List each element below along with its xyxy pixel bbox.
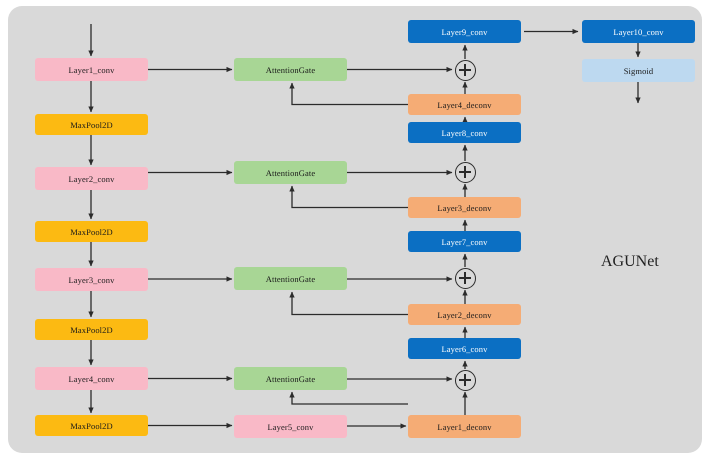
- node-label: Layer4_deconv: [437, 99, 492, 110]
- node-label: AttentionGate: [265, 273, 316, 284]
- adder-add2[interactable]: [454, 161, 476, 183]
- node-attn4[interactable]: AttentionGate: [234, 367, 347, 390]
- node-label: MaxPool2D: [70, 119, 113, 130]
- node-maxpool2[interactable]: MaxPool2D: [35, 221, 148, 242]
- diagram-title: AGUNet: [601, 253, 659, 270]
- node-layer3_conv[interactable]: Layer3_conv: [35, 268, 148, 291]
- node-layer3_deconv[interactable]: Layer3_deconv: [408, 197, 521, 218]
- node-attn3[interactable]: AttentionGate: [234, 267, 347, 290]
- node-layer8_conv[interactable]: Layer8_conv: [408, 122, 521, 143]
- node-sigmoid[interactable]: Sigmoid: [582, 59, 695, 82]
- node-label: AttentionGate: [265, 64, 316, 75]
- node-label: Layer2_deconv: [437, 309, 492, 320]
- node-layer5_conv[interactable]: Layer5_conv: [234, 415, 347, 438]
- node-label: Layer7_conv: [441, 236, 488, 247]
- node-label: Layer10_conv: [613, 26, 664, 37]
- node-layer9_conv[interactable]: Layer9_conv: [408, 20, 521, 43]
- node-maxpool4[interactable]: MaxPool2D: [35, 415, 148, 436]
- node-attn2[interactable]: AttentionGate: [234, 161, 347, 184]
- node-layer6_conv[interactable]: Layer6_conv: [408, 338, 521, 359]
- node-label: MaxPool2D: [70, 226, 113, 237]
- node-layer2_conv[interactable]: Layer2_conv: [35, 167, 148, 190]
- node-layer10_conv[interactable]: Layer10_conv: [582, 20, 695, 43]
- node-label: Layer3_deconv: [437, 202, 492, 213]
- node-label: MaxPool2D: [70, 324, 113, 335]
- node-label: Layer9_conv: [441, 26, 488, 37]
- node-label: Layer4_conv: [68, 373, 115, 384]
- node-layer1_conv[interactable]: Layer1_conv: [35, 58, 148, 81]
- node-maxpool3[interactable]: MaxPool2D: [35, 319, 148, 340]
- node-maxpool1[interactable]: MaxPool2D: [35, 114, 148, 135]
- node-label: Layer8_conv: [441, 127, 488, 138]
- node-label: Layer1_deconv: [437, 421, 492, 432]
- node-label: Layer1_conv: [68, 64, 115, 75]
- adder-add4[interactable]: [454, 369, 476, 391]
- node-layer1_deconv[interactable]: Layer1_deconv: [408, 415, 521, 438]
- node-layer2_deconv[interactable]: Layer2_deconv: [408, 304, 521, 325]
- node-label: Layer5_conv: [267, 421, 314, 432]
- node-attn1[interactable]: AttentionGate: [234, 58, 347, 81]
- node-label: Sigmoid: [623, 65, 654, 76]
- node-label: AttentionGate: [265, 167, 316, 178]
- node-label: Layer2_conv: [68, 173, 115, 184]
- node-label: AttentionGate: [265, 373, 316, 384]
- node-label: Layer6_conv: [441, 343, 488, 354]
- adder-add1[interactable]: [454, 59, 476, 81]
- node-layer4_deconv[interactable]: Layer4_deconv: [408, 94, 521, 115]
- node-layer4_conv[interactable]: Layer4_conv: [35, 367, 148, 390]
- node-label: Layer3_conv: [68, 274, 115, 285]
- adder-add3[interactable]: [454, 267, 476, 289]
- node-layer7_conv[interactable]: Layer7_conv: [408, 231, 521, 252]
- node-label: MaxPool2D: [70, 420, 113, 431]
